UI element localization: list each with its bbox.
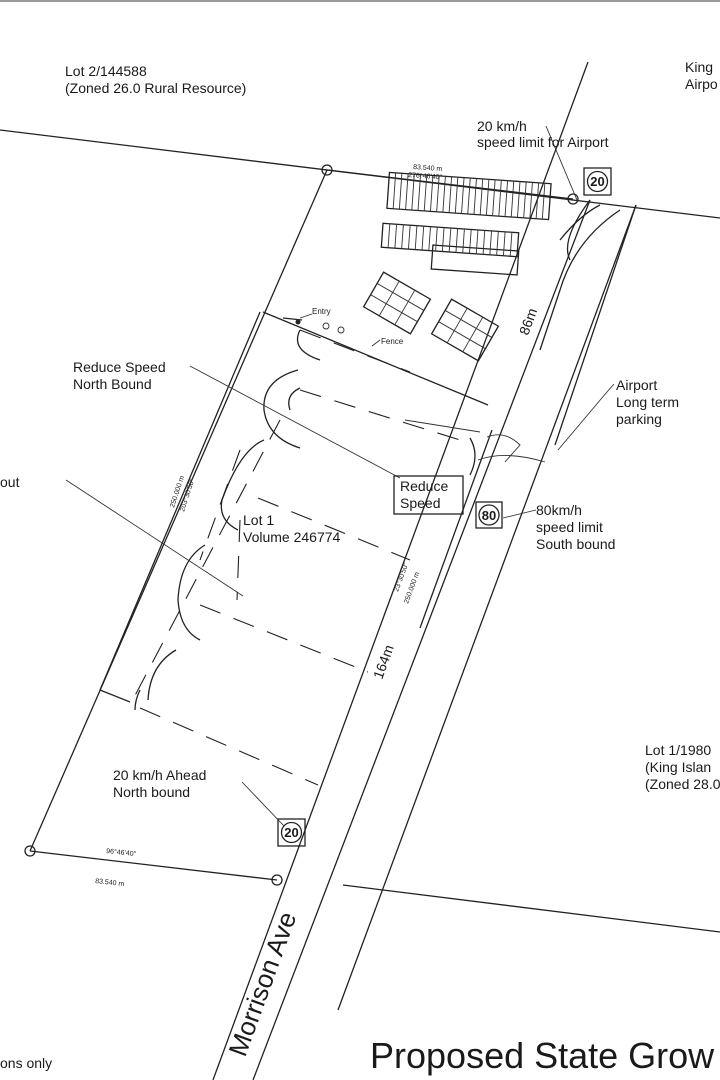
reduce-speed-sign-box: [393, 475, 464, 515]
parking-stall-divider: [414, 225, 418, 250]
parking-stall-divider: [442, 176, 446, 213]
parking-stall-divider: [523, 181, 527, 218]
dim-top-length: 83.540 m: [413, 164, 443, 173]
parking-stall-divider: [541, 183, 546, 220]
parking-stall-divider: [496, 231, 499, 256]
parking-stall-divider: [448, 176, 453, 213]
lot-boundary-lines: [0, 129, 720, 933]
parking-stall-divider: [479, 178, 484, 215]
parking-stall-divider: [498, 180, 502, 217]
airport-parking-line1: Airport: [616, 377, 657, 393]
speed20-airport-line2: speed limit for Airport: [477, 134, 609, 150]
parking-stall-divider: [509, 232, 513, 257]
road-164m-label: 164m: [370, 643, 397, 681]
lot1-1980-line1: Lot 1/1980: [645, 742, 711, 758]
reduce-nb-line2: North Bound: [73, 376, 152, 392]
parking-stall-divider: [489, 230, 492, 255]
parking-stall-divider: [517, 181, 521, 218]
parking-stall-divider: [461, 177, 465, 214]
entry-label: Entry: [312, 307, 331, 316]
lot1-1980-line2: (King Islan: [645, 759, 711, 775]
parking-stall-divider: [448, 227, 452, 253]
lot1-line2: Volume 246774: [243, 529, 341, 545]
speed20-airport-line1: 20 km/h: [477, 118, 527, 134]
speed-sign-top-value: 20: [590, 174, 604, 189]
reduce-box-line1: Reduce: [400, 478, 448, 494]
lot1-line1: Lot 1: [243, 512, 274, 528]
parking-stall-divider: [469, 229, 472, 254]
lot2-label-line2: (Zoned 26.0 Rural Resource): [65, 80, 246, 96]
left-cut-label: out: [0, 474, 20, 490]
parking-stall-divider: [455, 228, 459, 253]
king-airport-label-line1: King: [685, 59, 713, 75]
speed-sign-top: 20: [583, 167, 612, 196]
parking-stall-divider: [535, 182, 540, 219]
parking-stall-divider: [529, 182, 533, 219]
parking-stall-divider: [473, 178, 477, 215]
dim-bottom-length: 83.540 m: [95, 878, 125, 888]
parking-stall-divider: [398, 173, 403, 210]
dim-right-length: 250.000 m: [403, 571, 421, 605]
dim-bottom-bearing: 96°46'40": [106, 847, 137, 858]
car-parking-rows: [380, 171, 552, 276]
speed-sign-mid-value: 80: [482, 508, 496, 523]
parking-stall-divider: [454, 177, 459, 214]
lot2-label-line1: Lot 2/144588: [65, 63, 147, 79]
parking-stall-divider: [421, 226, 425, 251]
speed80-line3: South bound: [536, 536, 615, 552]
lot1-1980-line3: (Zoned 28.0: [645, 776, 720, 792]
drawing-title: Proposed State Grow: [370, 1035, 715, 1076]
parking-stall-divider: [411, 174, 415, 211]
internal-track: [99, 311, 489, 786]
parking-stall-divider: [428, 226, 431, 251]
parking-stall-divider: [436, 175, 440, 212]
parking-stall-divider: [485, 179, 490, 216]
parking-stall-divider: [387, 223, 391, 248]
bottom-left-note: ons only: [0, 1055, 52, 1071]
parking-stall-divider: [502, 231, 506, 256]
speed80-line1: 80km/h: [536, 502, 582, 518]
equipment-blocks: [362, 271, 500, 362]
reduce-box-line2: Speed: [400, 495, 440, 511]
parking-stall-divider: [408, 225, 411, 250]
dim-top-bearing: 276°46'40": [408, 171, 443, 181]
reduce-nb-line1: Reduce Speed: [73, 359, 166, 375]
speed20-ahead-line2: North bound: [113, 784, 190, 800]
airport-parking-line3: parking: [616, 411, 662, 427]
parking-stall-divider: [394, 224, 398, 249]
parking-stall-divider: [423, 174, 428, 211]
parking-stall-divider: [401, 224, 404, 249]
speed-sign-bottom: 20: [277, 818, 306, 847]
parking-stall-divider: [441, 227, 445, 252]
speed-sign-bottom-value: 20: [284, 825, 298, 840]
parking-stall-divider: [482, 230, 486, 255]
parking-stall-divider: [510, 181, 515, 218]
parking-stall-divider: [462, 228, 465, 253]
parking-stall-divider: [435, 227, 438, 252]
leader-lines: [65, 125, 615, 827]
speed80-line2: speed limit: [536, 519, 603, 535]
parking-stall-divider: [392, 172, 397, 209]
road-86m-label: 86m: [516, 306, 540, 337]
parking-stall-divider: [492, 179, 496, 216]
speed-sign-mid: 80: [475, 501, 503, 529]
entry-gate: [282, 313, 381, 347]
road-edges: [212, 61, 637, 1080]
parking-stall-divider: [504, 180, 508, 217]
parking-stall-divider: [475, 229, 479, 254]
parking-stall-divider: [430, 175, 434, 212]
fence-label: Fence: [381, 337, 404, 346]
parking-stall-divider: [417, 174, 421, 211]
parking-stall-divider: [405, 173, 409, 210]
airport-parking-line2: Long term: [616, 394, 679, 410]
parking-stall-divider: [467, 178, 471, 214]
speed20-ahead-line1: 20 km/h Ahead: [113, 767, 206, 783]
king-airport-label-line2: Airpo: [685, 76, 718, 92]
survey-markers: [24, 164, 579, 886]
